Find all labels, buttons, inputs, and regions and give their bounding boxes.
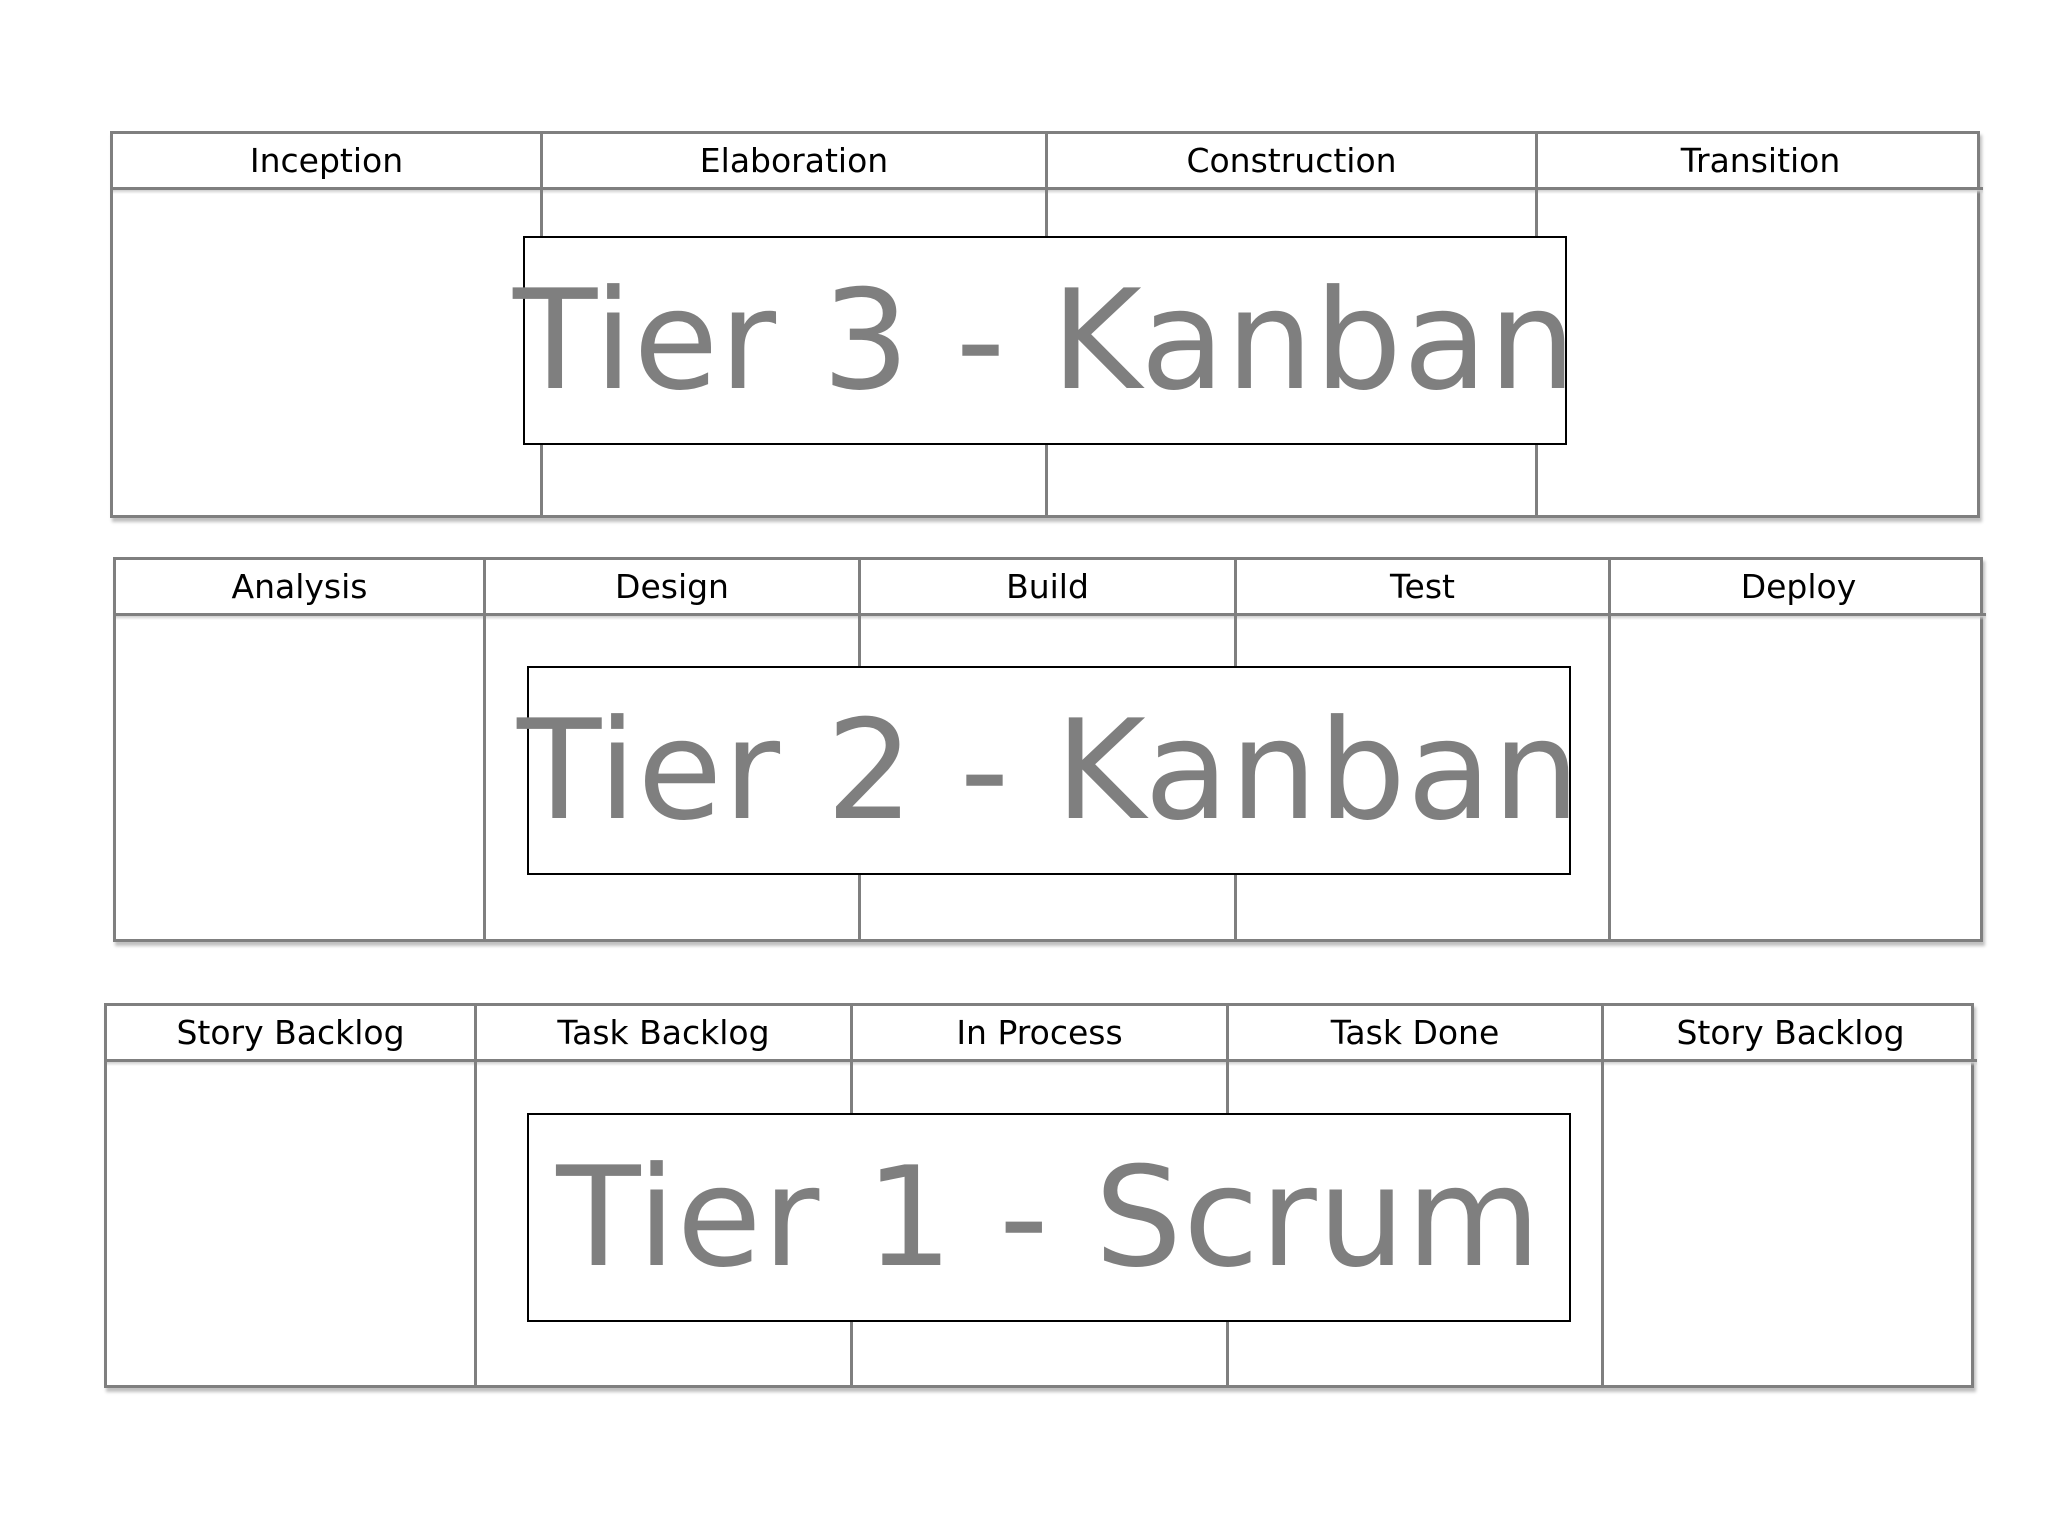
- column-inception: Inception: [113, 134, 543, 515]
- column-header: Task Backlog: [477, 1006, 850, 1062]
- header-divider: [853, 1062, 1226, 1066]
- header-divider: [113, 190, 540, 194]
- tier1-label: Tier 1 - Scrum: [556, 1137, 1542, 1298]
- column-transition: Transition: [1538, 134, 1983, 515]
- header-divider: [543, 190, 1045, 194]
- column-story-backlog-final: Story Backlog: [1604, 1006, 1977, 1385]
- column-header: Inception: [113, 134, 540, 190]
- column-header: Story Backlog: [107, 1006, 474, 1062]
- column-story-backlog: Story Backlog: [107, 1006, 477, 1385]
- column-header: Test: [1237, 560, 1608, 616]
- column-task-done: Task Done: [1229, 1006, 1604, 1385]
- column-header: Deploy: [1611, 560, 1986, 616]
- column-header: Transition: [1538, 134, 1983, 190]
- column-deploy: Deploy: [1611, 560, 1986, 939]
- header-divider: [486, 616, 858, 620]
- header-divider: [861, 616, 1234, 620]
- column-test: Test: [1237, 560, 1611, 939]
- header-divider: [107, 1062, 474, 1066]
- header-divider: [1604, 1062, 1977, 1066]
- header-divider: [116, 616, 483, 620]
- tier2-label-box: Tier 2 - Kanban: [517, 666, 1580, 875]
- tier2-label: Tier 2 - Kanban: [517, 690, 1581, 851]
- column-header: Elaboration: [543, 134, 1045, 190]
- column-header: Design: [486, 560, 858, 616]
- column-header: Task Done: [1229, 1006, 1601, 1062]
- header-divider: [477, 1062, 850, 1066]
- column-analysis: Analysis: [116, 560, 486, 939]
- header-divider: [1229, 1062, 1601, 1066]
- column-header: Analysis: [116, 560, 483, 616]
- header-divider: [1538, 190, 1983, 194]
- header-divider: [1237, 616, 1608, 620]
- header-divider: [1611, 616, 1986, 620]
- column-header: Construction: [1048, 134, 1535, 190]
- tier3-label-box: Tier 3 - Kanban: [513, 236, 1576, 445]
- column-header: In Process: [853, 1006, 1226, 1062]
- header-divider: [1048, 190, 1535, 194]
- column-header: Build: [861, 560, 1234, 616]
- tier3-label: Tier 3 - Kanban: [513, 260, 1577, 421]
- tier1-label-box: Tier 1 - Scrum: [527, 1113, 1571, 1322]
- column-header: Story Backlog: [1604, 1006, 1977, 1062]
